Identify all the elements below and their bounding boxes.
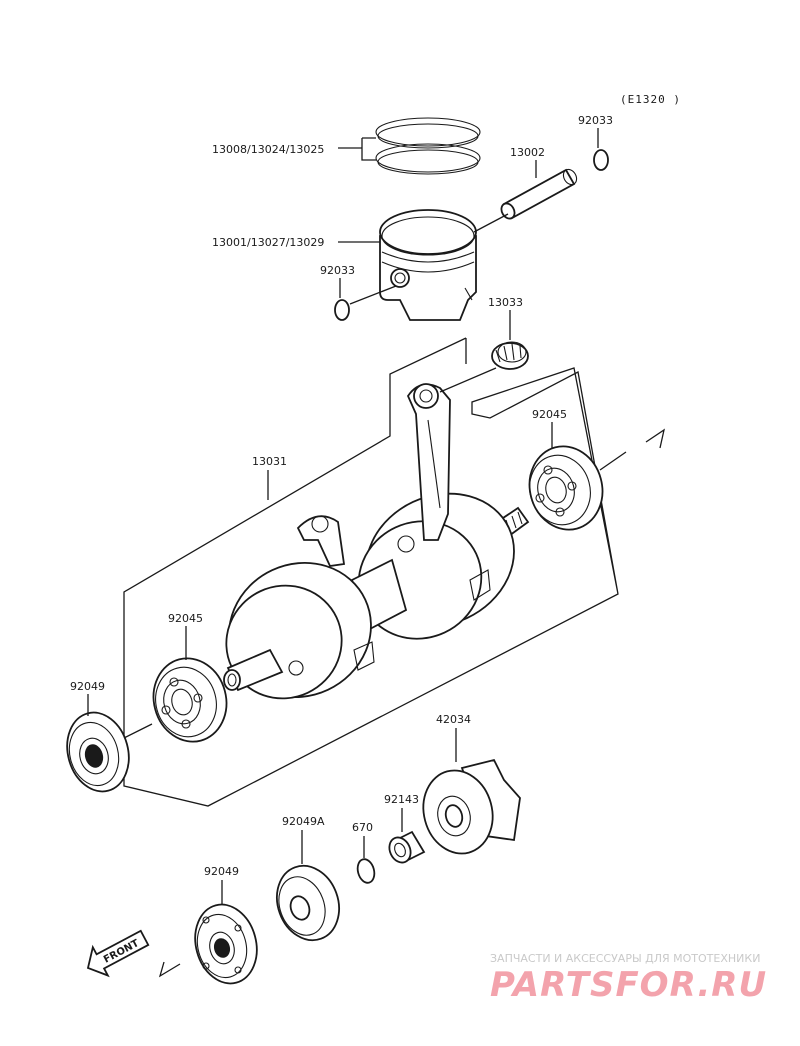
watermark-subtitle: ЗАПЧАСТИ И АКСЕССУАРЫ ДЛЯ МОТОТЕХНИКИ [490, 952, 760, 965]
label-o-ring: 670 [352, 821, 373, 834]
label-crankshaft: 13031 [252, 455, 287, 468]
oil-seal-left [66, 711, 130, 793]
watermark-brand: PARTSFOR.RU [490, 965, 767, 1005]
crankshaft [223, 383, 530, 700]
bushing [388, 830, 426, 864]
label-bushing: 92143 [384, 793, 419, 806]
collar [276, 864, 340, 942]
piston [379, 209, 477, 321]
label-collar: 92049A [282, 815, 325, 828]
label-impeller: 42034 [436, 713, 471, 726]
front-arrow-icon: FRONT [86, 929, 150, 978]
bearing-right [528, 445, 604, 531]
label-needle-bearing: 13033 [488, 296, 523, 309]
label-circlip-top: 92033 [578, 114, 613, 127]
o-ring [356, 858, 376, 884]
impeller [422, 758, 521, 855]
needle-bearing [491, 341, 529, 370]
label-piston-pin: 13002 [510, 146, 545, 159]
diagram-code: (E1320 ) [620, 93, 681, 106]
piston-pin [500, 168, 578, 220]
label-bearing-left: 92045 [168, 612, 203, 625]
circlip-top [593, 149, 609, 171]
label-oil-seal-bottom: 92049 [204, 865, 239, 878]
label-piston: 13001/13027/13029 [212, 236, 324, 249]
label-oil-seal-left: 92049 [70, 680, 105, 693]
bearing-left [152, 657, 228, 743]
oil-seal-bottom [194, 903, 258, 985]
label-circlip-left: 92033 [320, 264, 355, 277]
watermark: ЗАПЧАСТИ И АКСЕССУАРЫ ДЛЯ МОТОТЕХНИКИ PA… [490, 952, 767, 1005]
label-piston-rings: 13008/13024/13025 [212, 143, 324, 156]
circlip-left [334, 299, 350, 321]
label-bearing-right: 92045 [532, 408, 567, 421]
piston-rings [375, 117, 481, 175]
